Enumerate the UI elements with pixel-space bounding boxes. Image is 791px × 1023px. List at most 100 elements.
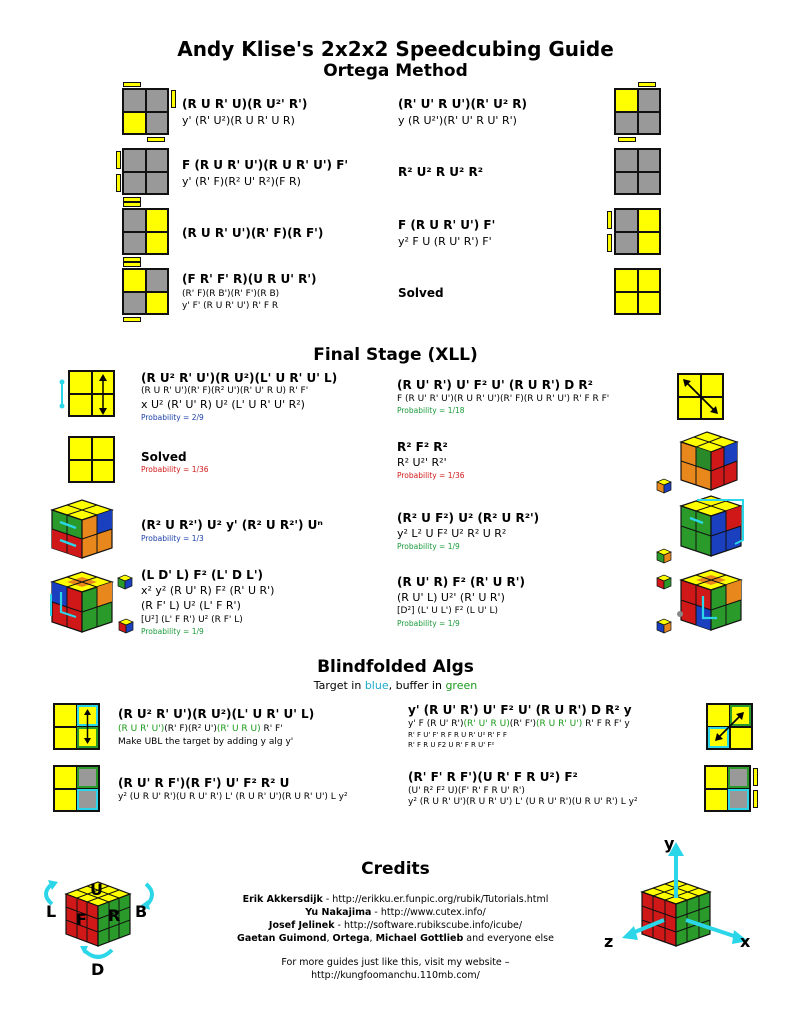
xll-face-3 — [68, 436, 115, 483]
mini-cube-icon — [117, 574, 133, 590]
sticker-bar — [618, 137, 636, 142]
mini-cube-icon — [118, 618, 134, 634]
notation-d-label: D — [91, 960, 105, 979]
sticker-bar — [123, 197, 141, 202]
ortega-alt-2: y (R U²')(R' U' R U' R') — [398, 114, 517, 127]
xll-alt-8a: (R U' L) U²' (R' U R') — [397, 591, 505, 604]
ortega-alg-3: F (R U R' U')(R U R' U') F' — [182, 158, 349, 172]
bld-alt-2: y' F (R U' R')(R' U' R U)(R' F')(R U R' … — [408, 719, 630, 729]
section-title-credits: Credits — [361, 859, 430, 879]
blindfolded-subtitle: Target in blue, buffer in green — [313, 679, 478, 692]
cube-illustration-4 — [679, 431, 739, 491]
ortega-face-1 — [122, 88, 169, 135]
bld-alt-1: (R U R' U')(R' F)(R² U')(R' U R U) R' F' — [118, 724, 283, 734]
cube-illustration-8 — [677, 569, 743, 631]
ortega-face-2 — [614, 88, 661, 135]
sticker-bar — [753, 790, 758, 808]
bld-alt-4a: (U' R² F² U)(F' R' F R U' R') — [408, 786, 525, 796]
mini-cube-icon — [656, 618, 672, 634]
ortega-alt-7b: y' F' (R U R' U') R' F R — [182, 301, 279, 311]
xll-alg-7: (L D' L) F² (L' D L') — [141, 568, 263, 582]
xll-face-1 — [68, 370, 115, 417]
ortega-alt-3: y' (R' F)(R² U' R²)(F R) — [182, 175, 301, 188]
axis-z-label: z — [604, 932, 614, 951]
xll-alt-1a: (R U R' U')(R' F)(R² U')(R' U' R U) R' F… — [141, 386, 309, 396]
ortega-face-6 — [614, 208, 661, 255]
ortega-alg-7: (F R' F' R)(U R U' R') — [182, 272, 317, 286]
credit-website-intro: For more guides just like this, visit my… — [281, 957, 510, 968]
xll-prob-6: Probability = 1/9 — [397, 542, 460, 551]
ortega-alg-2: (R' U' R U')(R' U² R) — [398, 97, 527, 111]
ortega-alg-5: (R U R' U')(R' F)(R F') — [182, 226, 324, 240]
sticker-bar — [753, 768, 758, 786]
credit-website-link[interactable]: http://kungfoomanchu.110mb.com/ — [311, 970, 480, 981]
xll-prob-4: Probability = 1/36 — [397, 471, 465, 480]
notation-l-label: L — [46, 902, 57, 921]
mini-cube-icon — [656, 478, 672, 494]
credit-line-3: Josef Jelinek - http://software.rubikscu… — [268, 920, 523, 931]
sticker-bar — [123, 262, 141, 267]
ortega-alg-4: R² U² R U² R² — [398, 165, 483, 179]
bld-face-4 — [704, 765, 751, 812]
sticker-bar — [147, 137, 165, 142]
section-title-final-stage: Final Stage (XLL) — [313, 345, 478, 365]
axis-x-label: x — [740, 932, 751, 951]
axis-y-label: y — [664, 834, 675, 853]
notation-r-label: R — [108, 906, 121, 925]
xll-alg-3: Solved — [141, 450, 187, 464]
diagonal-swap-icon — [708, 705, 751, 748]
xll-alt-7a: x² y² (R U' R) F² (R' U R') — [141, 584, 275, 597]
target-buffer-icon — [77, 767, 98, 810]
xll-alt-7b: (R F' L) U² (L' F R') — [141, 599, 241, 612]
credit-line-2: Yu Nakajima - http://www.cutex.info/ — [305, 907, 486, 918]
cube-illustration-7 — [50, 571, 114, 633]
ortega-alt-7a: (R' F)(R B')(R' F')(R B) — [182, 289, 280, 299]
cube-illustration-6 — [679, 495, 744, 557]
xll-alg-1: (R U² R' U')(R U²)(L' U R' U' L) — [141, 371, 338, 385]
credit-line-1: Erik Akkersdijk - http://erikku.er.funpi… — [242, 894, 549, 905]
sticker-bar — [123, 82, 141, 87]
xll-alt-4: R² U²' R²' — [397, 456, 447, 469]
swap-arrows-icon — [77, 705, 98, 748]
section-title-blindfolded: Blindfolded Algs — [317, 657, 474, 677]
sticker-bar — [123, 257, 141, 262]
xll-alt-6: y² L² U F² U² R² U R² — [397, 527, 507, 540]
ortega-face-8 — [614, 268, 661, 315]
notation-cube-illustration — [44, 880, 154, 959]
swap-arrows-icon — [59, 374, 107, 415]
ortega-alt-6: y² F U (R U' R') F' — [398, 235, 492, 248]
notation-b-label: B — [135, 902, 148, 921]
xll-prob-1: Probability = 2/9 — [141, 413, 204, 422]
notation-u-label: U — [90, 880, 103, 899]
notation-f-label: F — [76, 910, 87, 929]
ortega-alt-1: y' (R' U²)(R U R' U R) — [182, 114, 295, 127]
ortega-alg-1: (R U R' U)(R U²' R') — [182, 97, 308, 111]
sticker-bar — [116, 174, 121, 192]
mini-cube-icon — [656, 574, 672, 590]
bld-alt-3: y² (U R U' R')(U R U' R') L' (R U R' U')… — [118, 792, 348, 802]
ortega-solved: Solved — [398, 286, 444, 300]
xll-prob-2: Probability = 1/18 — [397, 406, 465, 415]
xll-prob-5: Probability = 1/3 — [141, 534, 204, 543]
xll-alt-1b: x U² (R' U' R) U² (L' U R' U' R²) — [141, 398, 305, 411]
bld-alg-4: (R' F' R F')(U R' F R U²) F² — [408, 770, 578, 784]
page-title: Andy Klise's 2x2x2 Speedcubing Guide — [177, 37, 614, 61]
target-buffer-icon — [728, 767, 749, 810]
xll-alg-4: R² F² R² — [397, 440, 448, 454]
ortega-face-4 — [614, 148, 661, 195]
xll-prob-8: Probability = 1/9 — [397, 619, 460, 628]
xll-alt-2: F (R U' R' U')(R U R' U')(R' F)(R U R' U… — [397, 394, 610, 404]
sticker-bar — [638, 82, 656, 87]
bld-alt-2c: R' F R U F2 U R' F R U' F² — [408, 741, 495, 749]
credit-line-4: Gaetan Guimond, Ortega, Michael Gottlieb… — [237, 933, 554, 944]
xll-prob-7: Probability = 1/9 — [141, 627, 204, 636]
sticker-bar — [607, 234, 612, 252]
ortega-face-7 — [122, 268, 169, 315]
section-title-ortega: Ortega Method — [323, 61, 468, 81]
bld-note-1: Make UBL the target by adding y alg y' — [118, 737, 294, 747]
cube-illustration-5 — [50, 499, 114, 559]
xll-alg-2: (R U' R') U' F² U' (R U R') D R² — [397, 378, 593, 392]
sticker-bar — [116, 151, 121, 169]
ortega-face-3 — [122, 148, 169, 195]
bld-face-3 — [53, 765, 100, 812]
